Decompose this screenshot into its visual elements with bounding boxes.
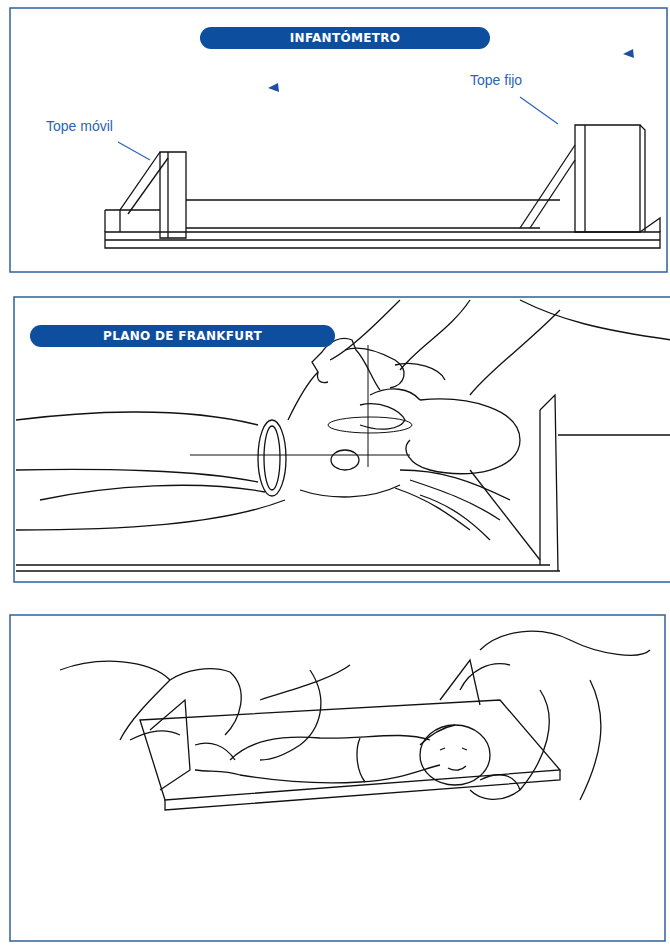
leader-line bbox=[118, 142, 150, 160]
measuring-drawing bbox=[60, 631, 650, 810]
frankfurt-ellipse bbox=[328, 417, 412, 433]
panel-frame bbox=[10, 8, 667, 272]
pill-text: PLANO DE FRANKFURT bbox=[103, 329, 262, 343]
part-label: Tope móvil bbox=[44, 118, 115, 134]
panel-frame bbox=[10, 615, 665, 941]
marker-triangle bbox=[623, 49, 634, 58]
frankfurt-drawing bbox=[16, 300, 670, 571]
part-label: Tope fijo bbox=[468, 72, 524, 88]
frankfurt-line bbox=[190, 455, 410, 456]
title-pill: INFANTÓMETRO bbox=[200, 27, 490, 49]
title-pill: PLANO DE FRANKFURT bbox=[30, 325, 335, 347]
panel-frame bbox=[14, 297, 670, 582]
leader-line bbox=[520, 97, 558, 124]
frankfurt-line bbox=[368, 345, 369, 467]
infantometer-drawing bbox=[105, 125, 660, 248]
marker-triangle bbox=[268, 83, 279, 92]
pill-text: INFANTÓMETRO bbox=[290, 31, 400, 45]
